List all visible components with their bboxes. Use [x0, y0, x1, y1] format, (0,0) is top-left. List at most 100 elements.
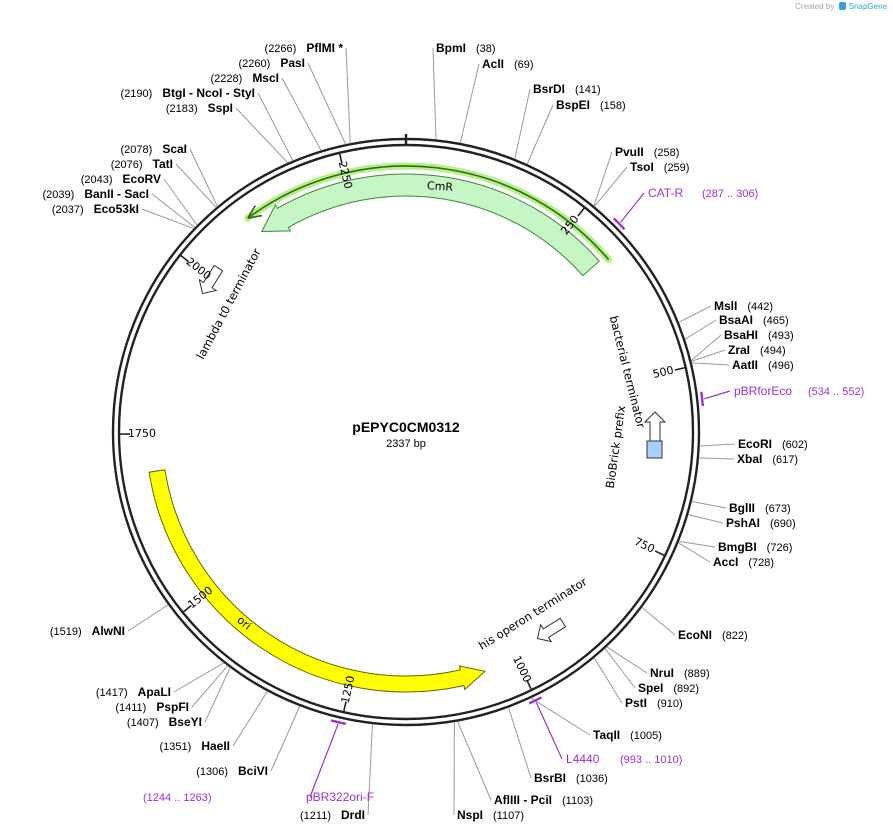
site-name-13: BglII — [729, 501, 755, 515]
site-name-27: HaeII — [201, 739, 230, 753]
site-label-28: (1407)BseYI — [127, 715, 202, 729]
primer-leader-3 — [309, 723, 339, 798]
lambda-t0-terminator-arrow-shape — [198, 264, 224, 295]
site-pos-37: (2183) — [166, 103, 198, 115]
site-pos-12: (617) — [772, 454, 798, 466]
tick-label-1000: 1000 — [510, 654, 534, 685]
cmr-selection-line — [247, 165, 610, 261]
tick-mark-1000 — [526, 679, 532, 690]
primer-mark-3 — [330, 719, 347, 726]
credit-brand: SnapGene — [848, 2, 887, 11]
site-leader-31 — [127, 604, 169, 632]
site-name-38: BtgI - NcoI - StyI — [162, 86, 255, 100]
site-pos-8: (493) — [768, 330, 794, 342]
site-pos-24: (1107) — [493, 810, 524, 822]
primers-layer: CAT-R(287 .. 306)pBRforEco(534 .. 552)L4… — [143, 186, 864, 804]
primer-leader-0 — [620, 192, 645, 223]
site-label-37: (2183)SspI — [166, 101, 233, 115]
site-leader-8 — [690, 334, 722, 361]
site-label-10: AatII (496) — [732, 358, 794, 372]
primer-mark-1 — [700, 391, 705, 407]
tick-label-500: 500 — [651, 364, 674, 381]
site-label-31: (1519)AlwNI — [50, 624, 125, 638]
site-leader-30 — [173, 662, 225, 693]
site-label-8: BsaHI(493) — [724, 328, 794, 342]
site-leader-37 — [235, 107, 289, 164]
site-label-27: (1351)HaeII — [160, 739, 230, 753]
site-leader-22 — [508, 707, 532, 779]
site-name-39: MscI — [252, 71, 279, 85]
his-operon-terminator-label: his operon terminator — [476, 574, 590, 652]
site-pos-9: (494) — [760, 345, 786, 357]
site-name-10: AatII — [732, 358, 758, 372]
site-pos-30: (1417) — [96, 687, 128, 699]
site-name-6: MslI — [714, 299, 737, 313]
site-leader-41 — [345, 47, 351, 144]
primer-range-3: (1244 .. 1263) — [143, 792, 212, 804]
tick-mark-1500 — [183, 604, 192, 613]
tick-mark-500 — [674, 366, 685, 371]
site-pos-25: (1211) — [300, 810, 331, 822]
site-leader-35 — [175, 163, 217, 208]
site-label-29: (1411)PspFI — [115, 700, 189, 714]
site-label-35: (2076) TatI — [111, 157, 173, 171]
site-label-40: (2260)PasI — [239, 56, 305, 70]
site-leader-7 — [684, 319, 717, 340]
site-pos-7: (465) — [763, 315, 789, 327]
site-pos-39: (2228) — [211, 73, 243, 85]
site-label-21: TaqII(1005) — [593, 728, 662, 742]
site-pos-40: (2260) — [239, 58, 271, 70]
site-label-0: BpmI(38) — [436, 41, 496, 55]
site-pos-35: (2076) — [111, 159, 143, 171]
site-name-12: XbaI — [737, 452, 762, 466]
primer-mark-0 — [612, 217, 626, 231]
site-leader-29 — [191, 665, 228, 708]
site-name-22: BsrBI — [534, 771, 566, 785]
site-name-28: BseYI — [169, 715, 202, 729]
site-leader-26 — [270, 705, 301, 772]
site-pos-34: (2043) — [81, 174, 113, 186]
site-leader-39 — [281, 77, 322, 151]
site-label-2: BsrDI(141) — [533, 82, 601, 96]
site-pos-13: (673) — [765, 503, 791, 515]
site-pos-0: (38) — [476, 43, 496, 55]
snapgene-credit: Created by SnapGene — [795, 2, 887, 11]
site-label-14: PshAI(690) — [726, 516, 796, 530]
site-name-32: Eco53kI — [94, 202, 139, 216]
site-label-7: BsaAI(465) — [719, 313, 789, 327]
site-name-35: TatI — [153, 157, 173, 171]
site-leader-28 — [204, 667, 231, 723]
lambda-t0-terminator-arrow — [198, 264, 224, 295]
site-leader-15 — [678, 540, 716, 548]
plasmid-name: pEPYC0CM0312 — [352, 419, 460, 435]
primer-range-0: (287 .. 306) — [702, 188, 758, 200]
site-label-12: XbaI (617) — [737, 452, 798, 466]
site-name-14: PshAI — [726, 516, 760, 530]
site-name-9: ZraI — [728, 343, 750, 357]
site-name-19: SpeI — [638, 681, 663, 695]
site-name-18: NruI — [650, 666, 674, 680]
site-leader-19 — [604, 648, 636, 689]
biobrick-prefix-box — [646, 440, 663, 459]
site-leader-16 — [678, 542, 711, 563]
site-leader-36 — [189, 148, 218, 207]
site-pos-10: (496) — [768, 360, 794, 372]
site-leader-1 — [459, 63, 480, 144]
site-label-34: (2043) EcoRV — [81, 172, 161, 186]
site-label-18: NruI(889) — [650, 666, 710, 680]
site-name-36: ScaI — [162, 142, 187, 156]
tick-mark-2000 — [180, 254, 190, 263]
primer-range-1: (534 .. 552) — [808, 386, 864, 398]
site-name-17: EcoNI — [678, 628, 712, 642]
site-name-1: AclI — [482, 57, 504, 71]
backbone-layer — [111, 134, 701, 727]
site-name-30: ApaLI — [138, 685, 171, 699]
site-name-34: EcoRV — [123, 172, 161, 186]
site-leader-3 — [526, 104, 554, 165]
site-pos-3: (158) — [600, 100, 626, 112]
site-label-19: SpeI(892) — [638, 681, 699, 695]
site-pos-29: (1411) — [115, 702, 146, 714]
site-pos-33: (2039) — [43, 189, 75, 201]
